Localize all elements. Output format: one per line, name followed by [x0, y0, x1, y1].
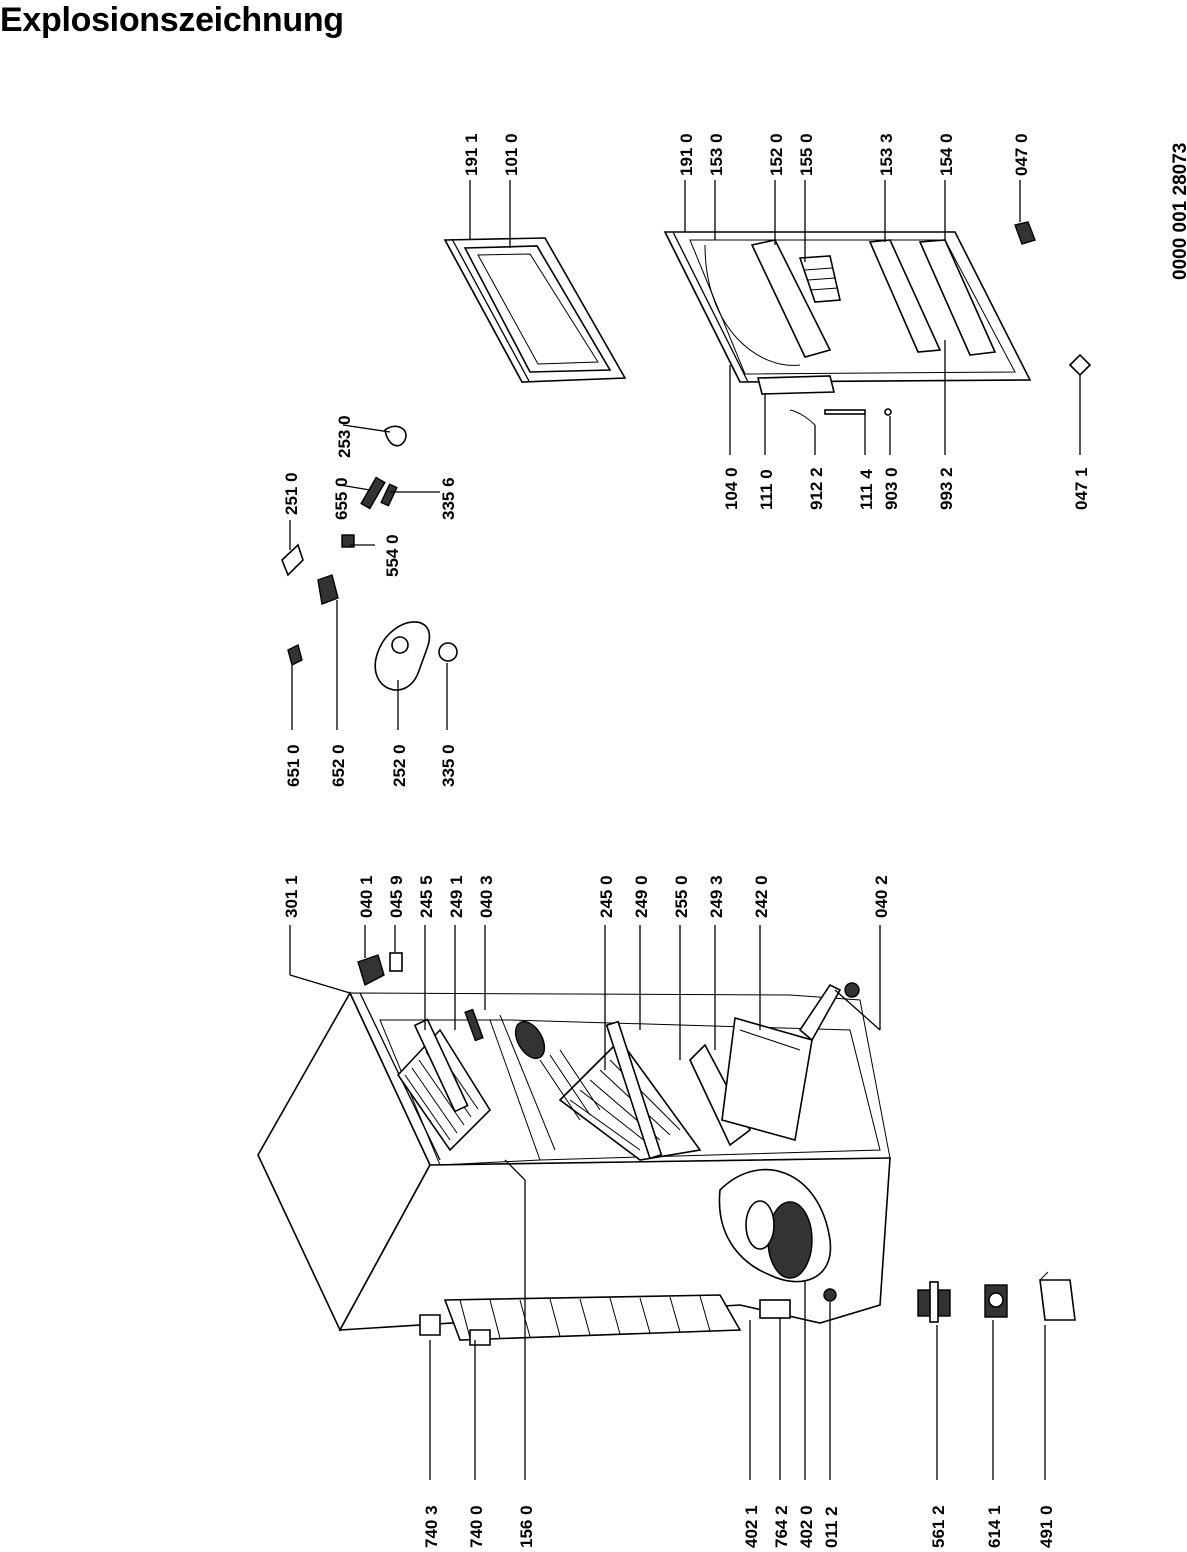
label-153-0: 153 0 — [707, 133, 726, 176]
label-249-1: 249 1 — [447, 875, 466, 918]
freezer-grille — [396, 1018, 492, 1152]
label-912-2: 912 2 — [807, 467, 826, 510]
label-561-2: 561 2 — [929, 1505, 948, 1548]
label-335-6: 335 6 — [439, 477, 458, 520]
label-402-0: 402 0 — [797, 1505, 816, 1548]
label-152-0: 152 0 — [767, 133, 786, 176]
loose-parts-bottom — [917, 1271, 1076, 1323]
label-047-1: 047 1 — [1072, 467, 1091, 510]
label-740-3: 740 3 — [422, 1505, 441, 1548]
label-111-4: 111 4 — [857, 469, 876, 510]
label-155-0: 155 0 — [797, 133, 816, 176]
label-252-0: 252 0 — [390, 744, 409, 787]
label-154-0: 154 0 — [937, 133, 956, 176]
label-040-1: 040 1 — [357, 875, 376, 918]
label-402-1: 402 1 — [742, 1505, 761, 1548]
label-491-0: 491 0 — [1037, 1505, 1056, 1548]
label-652-0: 652 0 — [329, 744, 348, 787]
label-764-2: 764 2 — [772, 1505, 791, 1548]
label-040-2: 040 2 — [872, 875, 891, 918]
labels-main-door-bottom: 104 0 111 0 912 2 111 4 903 0 993 2 047 … — [722, 467, 1091, 510]
label-153-3: 153 3 — [877, 133, 896, 176]
label-251-0: 251 0 — [282, 472, 301, 515]
condenser-grille — [419, 1294, 742, 1346]
label-191-0: 191 0 — [677, 133, 696, 176]
compressor-unit — [718, 1168, 837, 1319]
label-651-0: 651 0 — [284, 744, 303, 787]
page-title: Explosionszeichnung — [0, 1, 344, 39]
label-335-0: 335 0 — [439, 744, 458, 787]
label-104-0: 104 0 — [722, 467, 741, 510]
label-614-1: 614 1 — [985, 1505, 1004, 1548]
label-655-0: 655 0 — [332, 477, 351, 520]
label-156-0: 156 0 — [517, 1505, 536, 1548]
label-253-0: 253 0 — [335, 415, 354, 458]
main-door — [663, 221, 1092, 426]
control-parts — [281, 425, 458, 691]
label-040-3: 040 3 — [477, 875, 496, 918]
label-111-0: 111 0 — [757, 469, 776, 510]
label-245-5: 245 5 — [417, 875, 436, 918]
label-255-0: 255 0 — [672, 875, 691, 918]
label-011-2: 011 2 — [822, 1506, 841, 1548]
label-903-0: 903 0 — [882, 467, 901, 510]
label-101-0: 101 0 — [502, 133, 521, 176]
label-740-0: 740 0 — [467, 1505, 486, 1548]
reference-number: 0000 001 28073 — [1170, 143, 1187, 280]
leaders-bottom-left — [429, 1159, 1046, 1480]
label-245-0: 245 0 — [597, 875, 616, 918]
freezer-door — [443, 180, 627, 383]
leaders-top-left — [289, 925, 881, 1070]
labels-freezer-door: 191 1 101 0 — [462, 133, 521, 176]
label-993-2: 993 2 — [937, 467, 956, 510]
label-191-1: 191 1 — [462, 133, 481, 176]
label-249-3: 249 3 — [707, 875, 726, 918]
label-249-0: 249 0 — [632, 875, 651, 918]
leaders-main-door — [684, 180, 1081, 455]
label-242-0: 242 0 — [752, 875, 771, 918]
label-301-1: 301 1 — [282, 875, 301, 918]
labels-bottom-left: 740 3 740 0 156 0 402 1 764 2 402 0 011 … — [422, 1505, 1056, 1548]
label-045-9: 045 9 — [387, 875, 406, 918]
label-554-0: 554 0 — [383, 534, 402, 577]
interior-shelves — [514, 1016, 813, 1161]
labels-main-door-top: 191 0 153 0 152 0 155 0 153 3 154 0 047 … — [677, 133, 1031, 176]
labels-controls-top: 251 0 554 0 655 0 253 0 335 6 — [282, 415, 458, 577]
hinge-parts — [357, 952, 860, 1042]
label-047-0: 047 0 — [1012, 133, 1031, 176]
labels-top-left: 301 1 040 1 045 9 245 5 249 1 040 3 245 … — [282, 875, 891, 918]
labels-controls-bottom: 651 0 652 0 252 0 335 0 — [284, 744, 458, 787]
leaders-controls — [289, 424, 448, 730]
